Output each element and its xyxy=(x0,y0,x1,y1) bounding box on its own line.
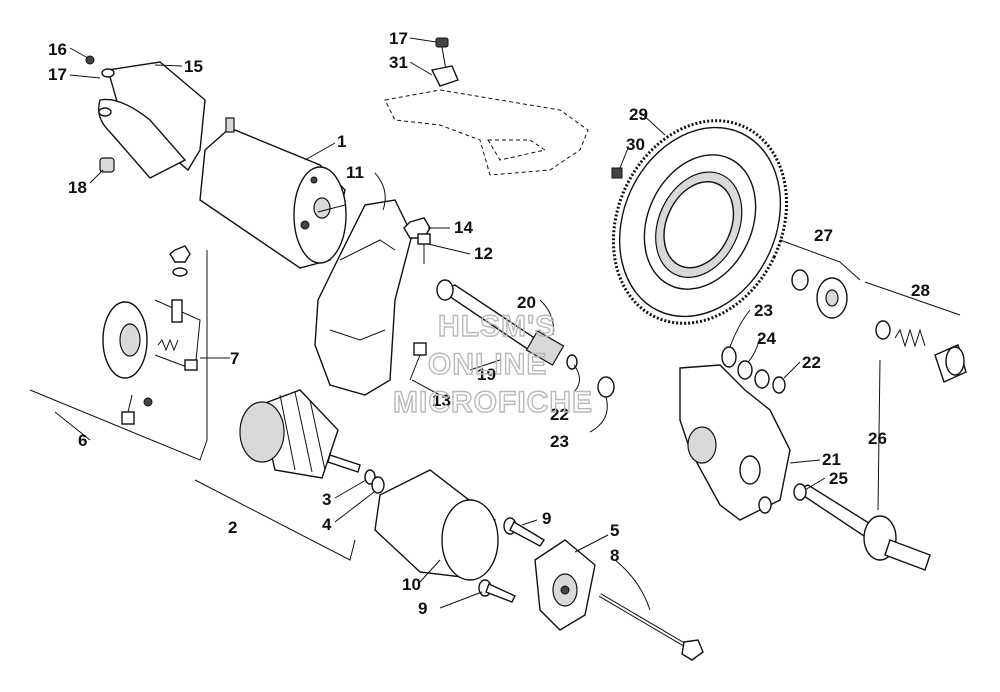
part-ring-gear-29 xyxy=(611,119,789,325)
callout-10: 10 xyxy=(402,575,421,594)
callout-23-right: 23 xyxy=(754,301,773,320)
callout-3: 3 xyxy=(322,490,331,509)
part-washer-27 xyxy=(791,269,809,291)
part-starter-housing-1 xyxy=(199,117,347,269)
part-clutch-20 xyxy=(525,330,565,366)
callout-1: 1 xyxy=(337,132,346,151)
watermark-line-3: MICROFICHE xyxy=(393,386,593,419)
callout-23-left: 23 xyxy=(550,432,569,451)
part-washers-23-24-22 xyxy=(721,346,786,394)
callout-28: 28 xyxy=(911,281,930,300)
callout-29: 29 xyxy=(629,105,648,124)
callout-4: 4 xyxy=(322,515,332,534)
part-spring-28 xyxy=(894,328,926,348)
callout-11: 11 xyxy=(346,163,364,182)
part-end-cover-5 xyxy=(534,539,596,631)
part-spring-brush xyxy=(157,338,179,352)
part-cover-11 xyxy=(314,199,413,396)
callout-9-bottom: 9 xyxy=(418,599,427,618)
part-brush-holder-7 xyxy=(102,299,201,379)
watermark-line-1: HLSM'S xyxy=(438,310,556,343)
callout-6: 6 xyxy=(78,431,87,450)
callout-31: 31 xyxy=(389,53,408,72)
part-bolt-13 xyxy=(409,342,427,381)
part-bolt-12 xyxy=(417,233,431,264)
callout-14: 14 xyxy=(454,218,473,237)
callout-12: 12 xyxy=(474,244,493,263)
part-drive-housing-21 xyxy=(679,364,791,521)
callout-8: 8 xyxy=(610,546,619,565)
callout-labels: 16 17 15 18 17 31 1 11 14 12 29 30 27 28… xyxy=(48,29,930,618)
callout-27: 27 xyxy=(814,226,833,245)
part-washer-4 xyxy=(371,476,385,494)
callout-22-right: 22 xyxy=(802,353,821,372)
part-screw-9b xyxy=(478,579,516,603)
callout-22-left: 22 xyxy=(550,405,569,424)
callout-2: 2 xyxy=(228,518,237,537)
part-yoke-10 xyxy=(374,469,499,581)
part-armature-2 xyxy=(239,389,361,479)
part-cap-28 xyxy=(934,344,967,383)
callout-9-top: 9 xyxy=(542,509,551,528)
callout-5: 5 xyxy=(610,521,619,540)
part-screw-9a xyxy=(503,517,545,547)
part-spacer-18 xyxy=(99,157,115,173)
part-clamp-31 xyxy=(430,65,459,87)
callout-21: 21 xyxy=(822,450,841,469)
callout-13: 13 xyxy=(432,391,451,410)
callout-17-left: 17 xyxy=(48,65,67,84)
callout-17-top: 17 xyxy=(389,29,408,48)
part-group-box-2 xyxy=(194,479,356,561)
part-group-box-6 xyxy=(29,250,208,461)
callout-26: 26 xyxy=(868,429,887,448)
callout-20: 20 xyxy=(517,293,536,312)
watermark: HLSM'S ONLINE MICROFICHE xyxy=(392,309,593,419)
part-bolt-17-top xyxy=(435,37,449,71)
part-group-box-27-28 xyxy=(779,239,961,316)
part-drive-pinion-26 xyxy=(863,515,931,571)
part-pinion-27 xyxy=(816,277,848,319)
part-brush-lead xyxy=(121,394,153,425)
part-screw-30 xyxy=(611,167,623,179)
callout-18: 18 xyxy=(68,178,87,197)
callout-25: 25 xyxy=(829,469,848,488)
callout-24: 24 xyxy=(757,329,776,348)
part-washer-23a xyxy=(597,376,615,398)
callout-15: 15 xyxy=(184,57,203,76)
part-mount-plate-dashed xyxy=(384,89,589,176)
callout-16: 16 xyxy=(48,40,67,59)
part-terminal-nut xyxy=(169,245,191,277)
leader-lines xyxy=(54,37,881,611)
part-bracket-15 xyxy=(98,61,206,179)
watermark-line-2: ONLINE xyxy=(428,348,547,381)
part-collar-28 xyxy=(875,320,891,340)
callout-30: 30 xyxy=(626,135,645,154)
callout-19: 19 xyxy=(477,365,496,384)
callout-7: 7 xyxy=(230,349,239,368)
part-through-bolt-8 xyxy=(598,593,704,661)
